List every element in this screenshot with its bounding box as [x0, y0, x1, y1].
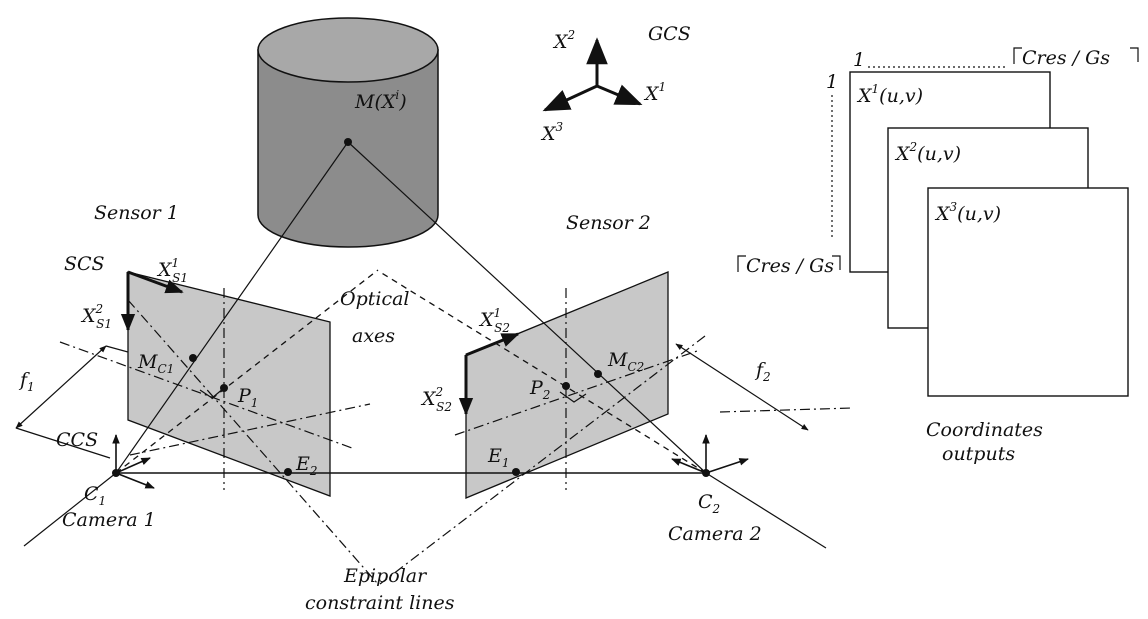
right-angle-1 [199, 387, 225, 399]
coordinate-outputs [737, 47, 1139, 397]
right-angle-2 [559, 391, 587, 403]
point-mc2 [594, 370, 602, 378]
output-sheet-3 [927, 187, 1129, 397]
label-mc1: MC1 [137, 351, 174, 376]
point-p2 [562, 382, 570, 390]
point-e1 [512, 468, 520, 476]
label-p1: P1 [237, 385, 258, 410]
label-gcs: GCS [648, 23, 691, 45]
label-one-left: 1 [826, 71, 838, 93]
optical-axis-2 [379, 271, 707, 474]
cylinder-body [257, 49, 439, 248]
point-e2 [284, 468, 292, 476]
camera2-axes [671, 434, 749, 474]
label-epipolar-1: Epipolar [343, 565, 428, 587]
label-scs: SCS [64, 253, 105, 275]
label-camera2: Camera 2 [668, 523, 762, 545]
label-camera1: Camera 1 [62, 509, 156, 531]
floor-bracket-top-left [1013, 47, 1022, 64]
floor-bracket-top-right [1130, 47, 1139, 62]
camera1-axes [112, 434, 155, 489]
label-out1: X1(u,v) [856, 82, 923, 107]
point-mc1 [189, 354, 197, 362]
label-coords-2: outputs [942, 443, 1015, 465]
label-sensor1: Sensor 1 [94, 202, 179, 224]
cylinder-top [257, 17, 439, 83]
xs2-1-axis [465, 332, 520, 357]
gcs-axes [542, 37, 643, 112]
label-x2: X2 [552, 28, 575, 53]
label-mc2: MC2 [607, 349, 644, 374]
label-coords-1: Coordinates [926, 419, 1043, 441]
label-cres-left: Cres / Gs [746, 255, 834, 277]
label-x3: X3 [540, 120, 564, 145]
floor-bracket-left-right [832, 255, 841, 270]
label-ccs: CCS [56, 429, 98, 451]
point-c2 [702, 469, 710, 477]
floor-bracket-left-left [737, 255, 746, 272]
label-e2: E2 [295, 453, 318, 478]
label-f1: f1 [18, 369, 35, 394]
label-c1: C1 [84, 483, 106, 508]
ray-lines [23, 141, 827, 549]
object-cylinder [257, 17, 439, 248]
focal-length-1 [15, 345, 129, 459]
epipolar-lines [59, 288, 706, 585]
label-c2: C2 [698, 491, 720, 516]
focal-length-2 [675, 343, 853, 431]
sensor1-plane [127, 271, 331, 497]
label-p2: P2 [529, 377, 550, 402]
label-sensor2: Sensor 2 [566, 212, 651, 234]
label-e1: E1 [487, 445, 510, 470]
label-out3: X3(u,v) [934, 200, 1001, 225]
label-optical-1: Optical [340, 288, 410, 310]
label-out2: X2(u,v) [894, 140, 961, 165]
label-m: M(Xi) [354, 88, 407, 113]
point-c1 [112, 469, 120, 477]
optical-axis-1 [115, 269, 379, 474]
label-one-top: 1 [853, 49, 865, 71]
label-x1: X1 [643, 80, 666, 105]
label-cres-top: Cres / Gs [1022, 47, 1110, 69]
xs1-1-axis [127, 270, 184, 294]
label-epipolar-2: constraint lines [305, 592, 455, 614]
label-optical-2: axes [352, 325, 395, 347]
label-f2: f2 [754, 359, 771, 384]
point-m [344, 138, 352, 146]
